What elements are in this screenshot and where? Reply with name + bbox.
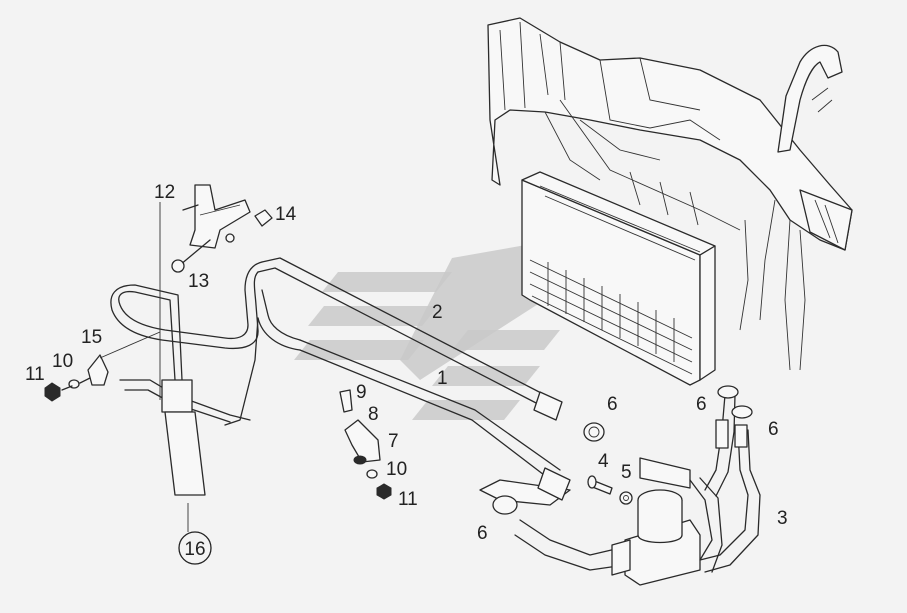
bracket-upper xyxy=(171,184,273,273)
callout-4: 4 xyxy=(598,451,609,472)
leader-lines xyxy=(99,202,189,532)
callout-6-b: 6 xyxy=(696,394,707,415)
callout-8: 8 xyxy=(368,404,379,425)
heater-core xyxy=(521,171,716,386)
callout-6-a: 6 xyxy=(607,394,618,415)
center-clip-hardware xyxy=(339,389,392,500)
heater-valve xyxy=(514,457,723,586)
callout-10-a: 10 xyxy=(52,351,73,372)
callout-labels: 1 2 3 4 5 6 6 6 6 7 8 9 10 11 10 11 12 1… xyxy=(25,182,788,565)
callout-16: 16 xyxy=(184,539,205,560)
callout-9: 9 xyxy=(356,382,367,403)
upper-hose xyxy=(777,44,843,153)
tube-2 xyxy=(257,257,563,421)
callout-15: 15 xyxy=(81,327,102,348)
callout-7: 7 xyxy=(388,431,399,452)
callout-16-circle xyxy=(178,531,212,565)
callout-3: 3 xyxy=(777,508,788,529)
callout-2: 2 xyxy=(432,302,443,323)
tube-1 xyxy=(257,289,571,501)
callout-12: 12 xyxy=(154,182,175,203)
callout-11-a: 11 xyxy=(25,364,45,385)
callout-11-b: 11 xyxy=(398,489,418,510)
hose-clamps xyxy=(583,385,753,442)
callout-6-c: 6 xyxy=(768,419,779,440)
left-clip-hardware xyxy=(44,354,109,402)
heater-housing xyxy=(487,17,853,371)
callout-10-b: 10 xyxy=(386,459,407,480)
callout-14: 14 xyxy=(275,204,297,225)
callout-13: 13 xyxy=(188,271,209,292)
bolt-washer xyxy=(587,475,633,505)
callout-5: 5 xyxy=(621,462,632,483)
callout-6-d: 6 xyxy=(477,523,488,544)
callout-1: 1 xyxy=(437,368,448,389)
left-tube-loop xyxy=(110,261,263,496)
